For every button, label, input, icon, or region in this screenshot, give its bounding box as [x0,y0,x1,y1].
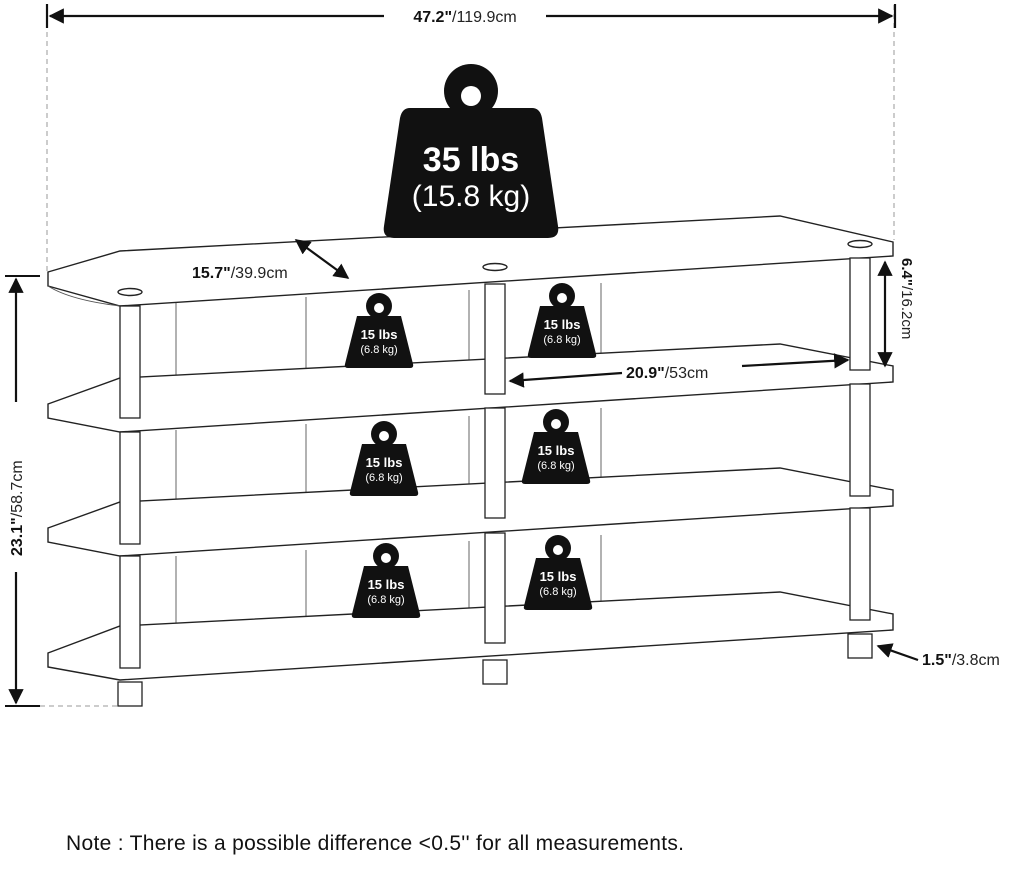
shelf-weight-lbs: 15 lbs [361,327,398,342]
shelf-weight-kg: (6.8 kg) [360,344,397,356]
shelf-gap-dimension: 6.4"/16.2cm [877,258,915,368]
height-metric: /58.7cm [9,460,26,517]
measurement-note: Note : There is a possible difference <0… [66,832,685,855]
svg-text:6.4"/16.2cm: 6.4"/16.2cm [898,258,915,339]
foot-imperial: 1.5" [922,652,952,669]
shelf-weight-icon: 15 lbs (6.8 kg) [351,543,421,618]
shelf-weight-kg: (6.8 kg) [367,594,404,606]
shelves [47,215,894,681]
height-dimension: 23.1"/58.7cm [5,275,118,707]
svg-text:1.5"/3.8cm: 1.5"/3.8cm [922,652,1000,669]
svg-text:47.2"/119.9cm: 47.2"/119.9cm [413,9,516,26]
shelf-weight-lbs: 15 lbs [538,443,575,458]
shelf-weight-lbs: 15 lbs [540,569,577,584]
third-shelf [47,467,894,557]
shelf-weight-lbs: 15 lbs [368,577,405,592]
shelf-weight-lbs: 15 lbs [544,317,581,332]
top-weight-kg: (15.8 kg) [412,180,530,213]
shelf-weight-icon: 15 lbs (6.8 kg) [521,409,591,484]
shelf-weight-icon: 15 lbs (6.8 kg) [527,283,597,358]
svg-text:20.9"/53cm: 20.9"/53cm [626,365,708,382]
shelf-weight-kg: (6.8 kg) [365,472,402,484]
second-shelf [47,343,894,433]
shelf-weight-kg: (6.8 kg) [539,586,576,598]
depth-metric: /39.9cm [231,265,288,282]
shelf-weight-icon: 15 lbs (6.8 kg) [523,535,593,610]
svg-text:23.1"/58.7cm: 23.1"/58.7cm [9,460,26,556]
inner-width-imperial: 20.9" [626,365,665,382]
bottom-shelf [47,591,894,681]
width-imperial: 47.2" [413,9,452,26]
shelf-gap-metric: /16.2cm [898,286,915,339]
inner-width-dimension: 20.9"/53cm [508,353,850,388]
posts [117,257,873,707]
shelf-weight-icon: 15 lbs (6.8 kg) [344,293,414,368]
back-structure [175,283,602,626]
shelf-gap-imperial: 6.4" [898,258,915,286]
width-dimension: 47.2"/119.9cm [45,4,897,272]
height-imperial: 23.1" [9,517,26,556]
depth-dimension: 15.7"/39.9cm [192,239,350,282]
width-metric: /119.9cm [452,9,517,26]
shelf-weight-icons: 15 lbs (6.8 kg) 15 lbs (6.8 kg) 15 lbs (… [344,283,597,618]
depth-imperial: 15.7" [192,265,231,282]
top-shelf [47,215,894,307]
shelf-weight-icon: 15 lbs (6.8 kg) [349,421,419,496]
inner-width-metric: /53cm [665,365,709,382]
shelf-weight-lbs: 15 lbs [366,455,403,470]
foot-metric: /3.8cm [952,652,1000,669]
shelf-weight-kg: (6.8 kg) [537,460,574,472]
shelf-weight-kg: (6.8 kg) [543,334,580,346]
foot-dimension: 1.5"/3.8cm [876,643,1000,669]
top-weight-lbs: 35 lbs [423,141,519,179]
top-weight-icon: 35 lbs (15.8 kg) [383,64,559,238]
svg-text:15.7"/39.9cm: 15.7"/39.9cm [192,265,288,282]
